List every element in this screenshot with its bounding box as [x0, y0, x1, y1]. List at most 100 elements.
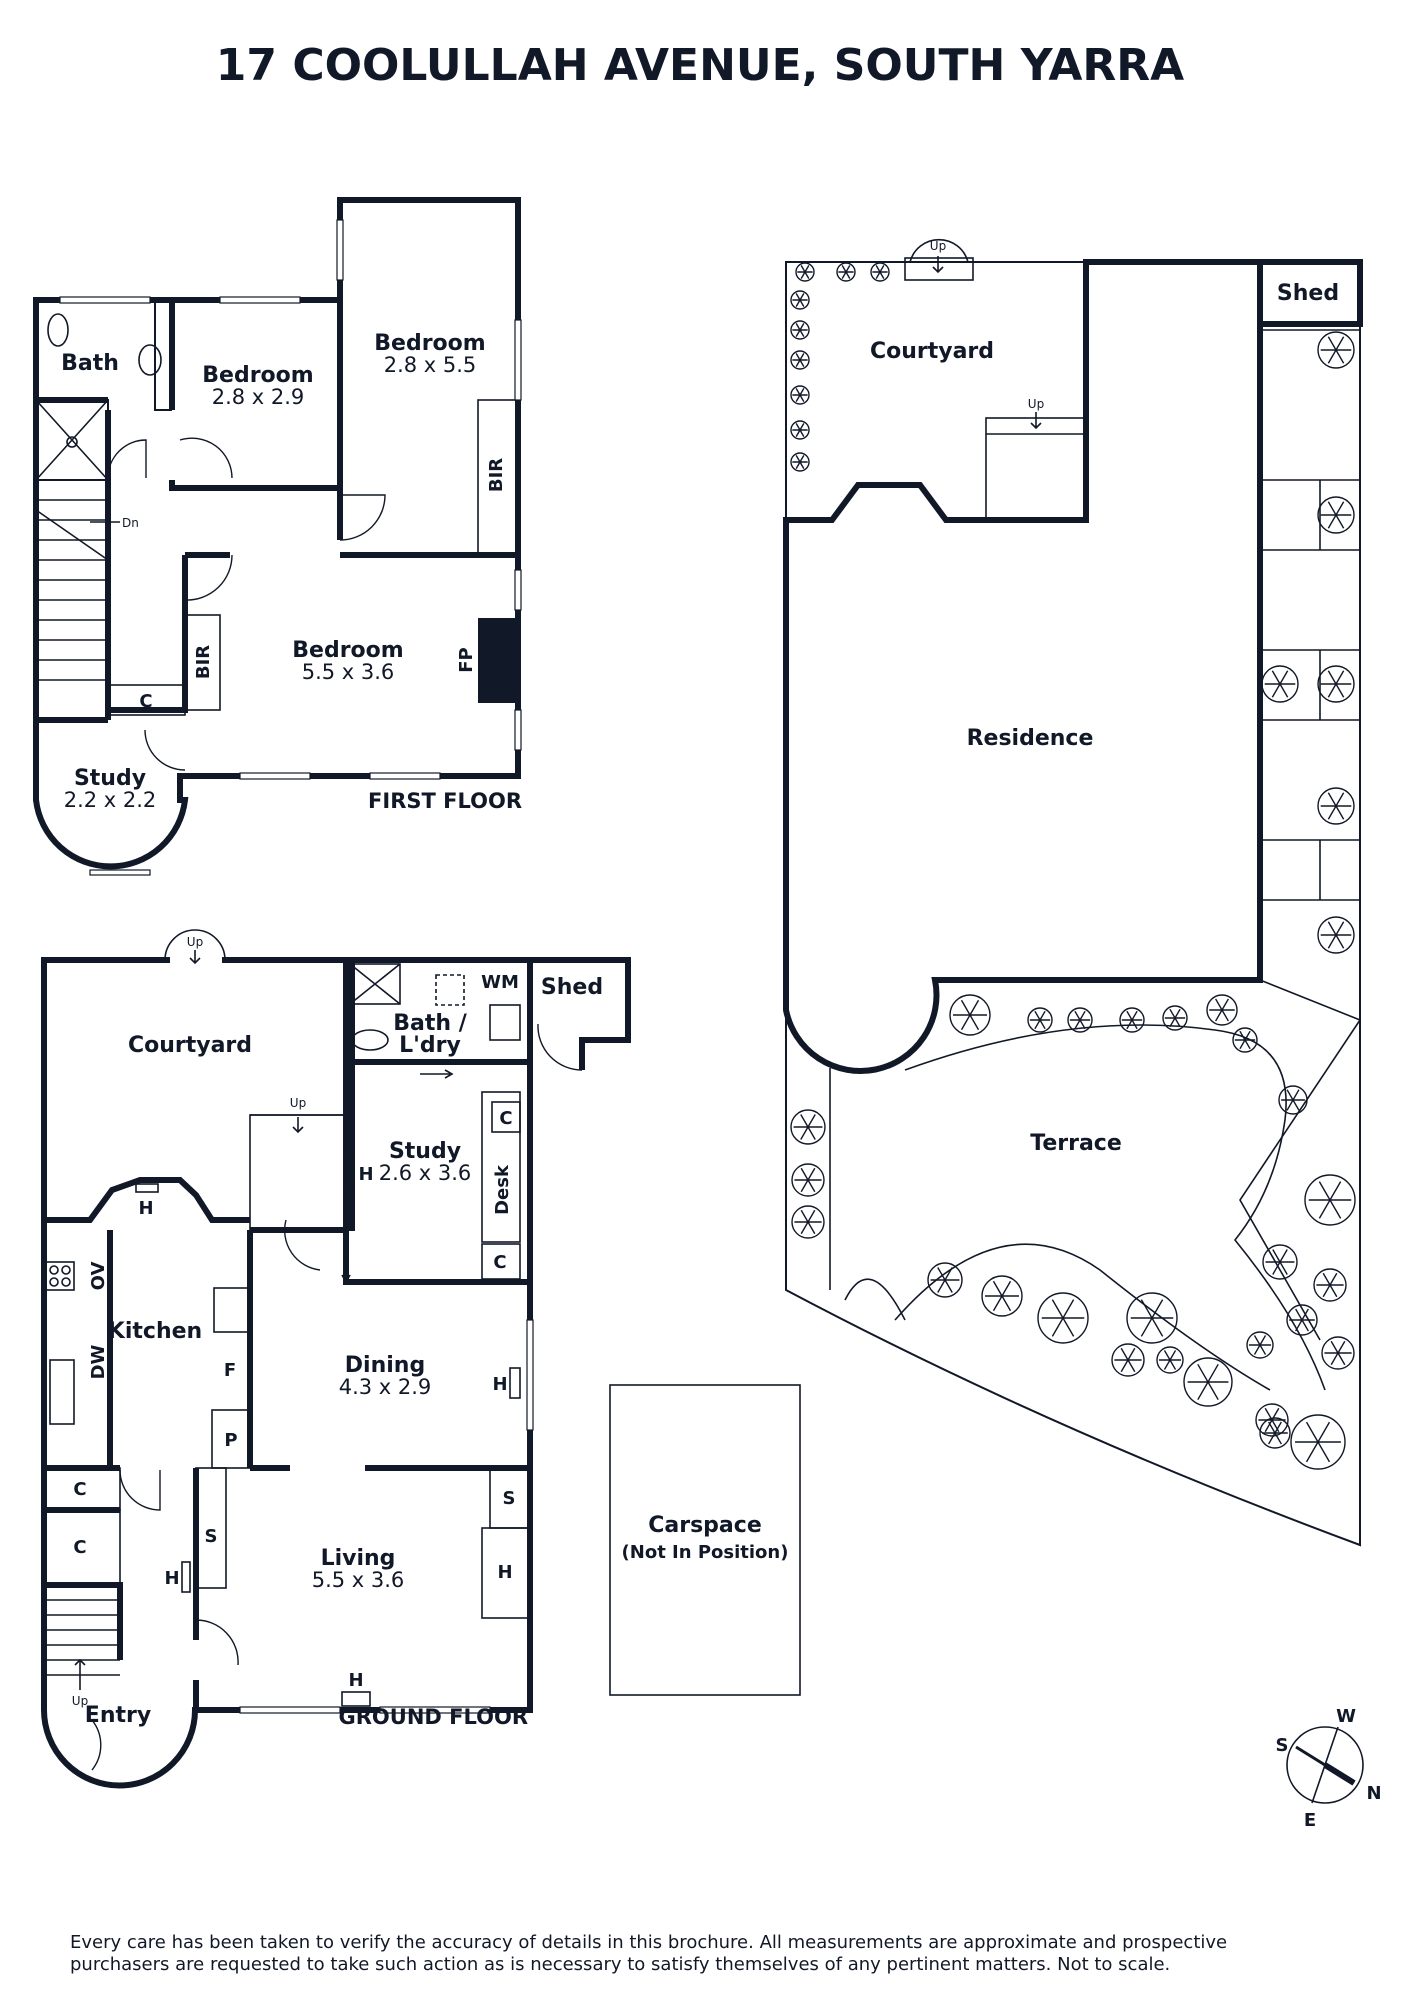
site-terrace: Terrace — [1030, 1131, 1122, 1156]
plant-icon — [1255, 1403, 1289, 1437]
fridge-label: F — [224, 1360, 236, 1381]
heater-study-label: H — [358, 1164, 373, 1185]
desk-label: Desk — [492, 1164, 513, 1215]
plant-icon — [1027, 1007, 1053, 1033]
plant-icon-detail — [793, 1114, 823, 1140]
room-dining: Dining — [345, 1353, 425, 1378]
heater-dining-label: H — [492, 1374, 507, 1395]
basin-icon — [138, 344, 162, 376]
cupboard-c3-label: C — [73, 1479, 86, 1500]
toilet-icon — [47, 313, 69, 347]
fireplace-icon — [478, 618, 518, 703]
cupboard-c1-label: C — [499, 1108, 512, 1129]
plant-icon-detail — [792, 455, 808, 469]
plant-icon-detail — [797, 265, 813, 279]
plant-icon — [1156, 1346, 1184, 1374]
plant-icon-detail — [792, 388, 808, 402]
plant-icon — [1317, 496, 1355, 534]
room-kitchen: Kitchen — [108, 1319, 202, 1344]
page-title: 17 COOLULLAH AVENUE, SOUTH YARRA — [216, 40, 1184, 91]
plant-icon-detail — [794, 1167, 822, 1193]
plant-icon — [1317, 787, 1355, 825]
room-bedroom-3-dim: 5.5 x 3.6 — [302, 660, 395, 684]
room-living-dim: 5.5 x 3.6 — [312, 1568, 405, 1592]
plant-icon-detail — [1209, 998, 1235, 1022]
site-residence: Residence — [967, 726, 1094, 751]
carspace-label: Carspace — [648, 1513, 762, 1538]
plant-icon-detail — [1320, 501, 1352, 529]
room-dining-dim: 4.3 x 2.9 — [339, 1375, 432, 1399]
carspace-note: (Not In Position) — [622, 1542, 789, 1563]
plant-icon — [1183, 1357, 1233, 1407]
plant-icon — [1259, 1417, 1291, 1449]
plant-icon — [790, 290, 810, 310]
plant-icon — [1262, 1244, 1298, 1280]
plant-icon-detail — [1121, 1010, 1143, 1030]
plant-icon — [790, 1109, 826, 1145]
compass: W S N E — [1276, 1706, 1382, 1831]
plant-icon-detail — [1069, 1010, 1091, 1030]
plant-icon — [790, 385, 810, 405]
plant-icon-detail — [872, 265, 888, 279]
plant-icon — [795, 262, 815, 282]
plant-icon-detail — [985, 1280, 1019, 1312]
plant-icon-detail — [930, 1267, 960, 1293]
plant-icon-detail — [1295, 1421, 1341, 1463]
first-floor-plan: Dn BIR BIR C FP Bath Bedroom 2. — [33, 197, 522, 876]
stairs-down-label: Dn — [122, 516, 139, 530]
stairs-ground-floor[interactable]: Up — [44, 1599, 120, 1708]
dishwasher-label: DW — [88, 1344, 109, 1379]
plant-icon-detail — [1130, 1299, 1174, 1337]
room-bedroom-1: Bedroom — [202, 363, 313, 388]
site-plan: Up Shed Up Courtyard Residence Terrace C… — [609, 238, 1363, 1696]
plant-icon — [981, 1275, 1023, 1317]
room-bedroom-2: Bedroom — [374, 331, 485, 356]
room-bedroom-1-dim: 2.8 x 2.9 — [212, 385, 305, 409]
site-shed: Shed — [1277, 281, 1339, 306]
first-floor-label: FIRST FLOOR — [368, 789, 522, 813]
plant-icon — [791, 1163, 825, 1197]
room-bedroom-3: Bedroom — [292, 638, 403, 663]
cupboard-c4-label: C — [73, 1537, 86, 1558]
plant-icon-detail — [838, 265, 854, 279]
plant-icon — [1162, 1005, 1188, 1031]
room-bedroom-2-dim: 2.8 x 5.5 — [384, 353, 477, 377]
cupboard-label: C — [139, 691, 152, 712]
plant-icon-detail — [792, 353, 808, 367]
ground-floor-plan: Up Up Up WM Desk C C H OV DW — [41, 929, 631, 1789]
pantry-label: P — [224, 1430, 237, 1451]
plant-icon-detail — [1265, 1249, 1295, 1275]
plant-icon — [790, 420, 810, 440]
plant-icon-detail — [953, 999, 987, 1031]
plant-icon — [1317, 665, 1355, 703]
heater-entry-label: H — [164, 1568, 179, 1589]
wm-label: WM — [481, 972, 519, 993]
plant-icon — [790, 350, 810, 370]
room-bath-laundry-2: L'dry — [399, 1033, 461, 1058]
plant-icon — [1232, 1027, 1258, 1053]
plant-icon — [1037, 1292, 1089, 1344]
compass-w: W — [1336, 1706, 1356, 1727]
plant-icon-detail — [1114, 1347, 1142, 1373]
plant-icon-detail — [1041, 1299, 1085, 1337]
oven-label: OV — [88, 1262, 109, 1291]
plant-icon-detail — [1320, 792, 1352, 820]
plant-icon — [1317, 331, 1355, 369]
plant-icon — [1286, 1304, 1318, 1336]
plant-icon — [1317, 916, 1355, 954]
fireplace-label: FP — [456, 647, 477, 673]
stairs-first-floor[interactable]: Dn — [35, 499, 139, 681]
room-study-ground-dim: 2.6 x 3.6 — [379, 1161, 472, 1185]
plant-icon-detail — [792, 423, 808, 437]
plant-icon-detail — [1320, 921, 1352, 949]
plant-icon-detail — [1248, 1335, 1272, 1355]
plant-icon — [1126, 1292, 1178, 1344]
courtyard-entry-up-label: Up — [187, 935, 203, 949]
disclaimer-line-1: Every care has been taken to verify the … — [70, 1932, 1227, 1953]
room-study-ground: Study — [389, 1139, 461, 1164]
room-courtyard-ground: Courtyard — [128, 1033, 252, 1058]
plant-icon — [1304, 1174, 1356, 1226]
room-living: Living — [321, 1546, 396, 1571]
room-bath: Bath — [61, 351, 119, 376]
compass-n: N — [1366, 1783, 1381, 1804]
